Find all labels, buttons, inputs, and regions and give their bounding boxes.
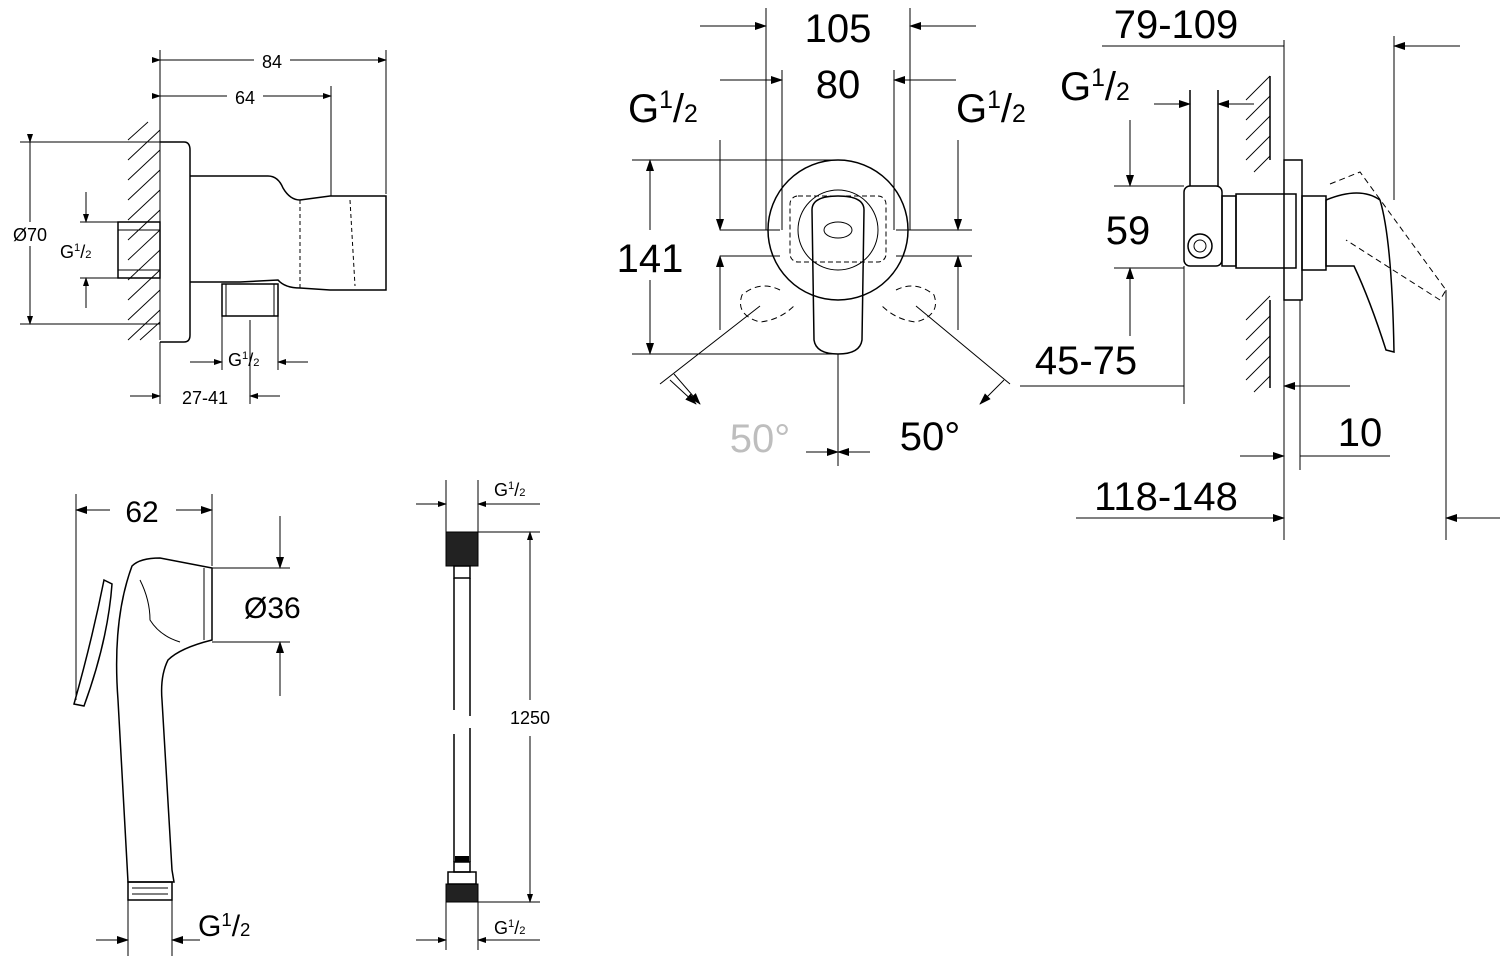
hose-top-fitting xyxy=(445,531,479,567)
dim-bracket-64: 64 xyxy=(235,88,255,108)
hose-view: G1/2 1250 G1/2 xyxy=(416,480,550,950)
dim-handshower-diameter: Ø36 xyxy=(244,592,301,625)
label-front-thread-right: G1/2 xyxy=(956,87,1026,131)
front-rosette xyxy=(767,159,909,301)
wall-hatch xyxy=(127,121,161,341)
wall-bracket-view: 84 64 Ø70 G1/2 G1/2 27-41 xyxy=(4,50,387,408)
handshower-connector xyxy=(127,881,173,901)
handshower-trigger xyxy=(73,578,113,707)
label-front-thread-left: G1/2 xyxy=(628,87,698,131)
handshower-view: 62 Ø36 G1/2 xyxy=(73,494,301,956)
dim-handshower-62: 62 xyxy=(125,496,158,529)
dim-front-80: 80 xyxy=(816,63,861,107)
dim-bracket-projection: 27-41 xyxy=(182,388,228,408)
label-hose-thread-bottom: G1/2 xyxy=(494,918,525,938)
mixer-front-view: 50° 50° 105 80 G1/2 G1/2 141 xyxy=(610,7,1026,466)
dim-side-depth-range: 79-109 xyxy=(1114,3,1239,47)
label-bracket-outlet-thread: G1/2 xyxy=(228,350,259,370)
bracket-holder xyxy=(190,175,387,291)
dim-bracket-84: 84 xyxy=(262,52,282,72)
dim-bracket-diameter: Ø70 xyxy=(13,225,47,245)
dim-hose-length: 1250 xyxy=(510,708,550,728)
mixer-side-view: 79-109 G1/2 59 45-75 10 118-148 xyxy=(1020,3,1500,540)
dim-front-105: 105 xyxy=(805,7,872,51)
side-wall-hatch xyxy=(1245,75,1271,393)
dim-side-total-depth: 118-148 xyxy=(1094,475,1238,519)
bracket-plate xyxy=(160,141,191,343)
label-side-thread: G1/2 xyxy=(1060,65,1130,109)
bracket-inlet-thread xyxy=(117,221,161,279)
side-lever xyxy=(1325,192,1395,353)
angle-right: 50° xyxy=(900,415,961,459)
label-hose-thread-top: G1/2 xyxy=(494,480,525,500)
handshower-body xyxy=(115,557,213,883)
dim-side-offset: 45-75 xyxy=(1035,339,1137,383)
front-lever xyxy=(811,195,865,355)
bracket-outlet-thread xyxy=(221,283,279,317)
label-handshower-thread: G1/2 xyxy=(198,909,250,943)
side-rosette xyxy=(1283,159,1303,301)
dim-side-59: 59 xyxy=(1106,209,1151,253)
side-valve-body xyxy=(1183,185,1223,267)
label-bracket-inlet-thread: G1/2 xyxy=(60,242,91,262)
dim-side-wall: 10 xyxy=(1338,411,1383,455)
hose-bottom-fitting xyxy=(445,883,479,903)
angle-left: 50° xyxy=(730,417,791,461)
dim-front-141: 141 xyxy=(617,237,684,281)
